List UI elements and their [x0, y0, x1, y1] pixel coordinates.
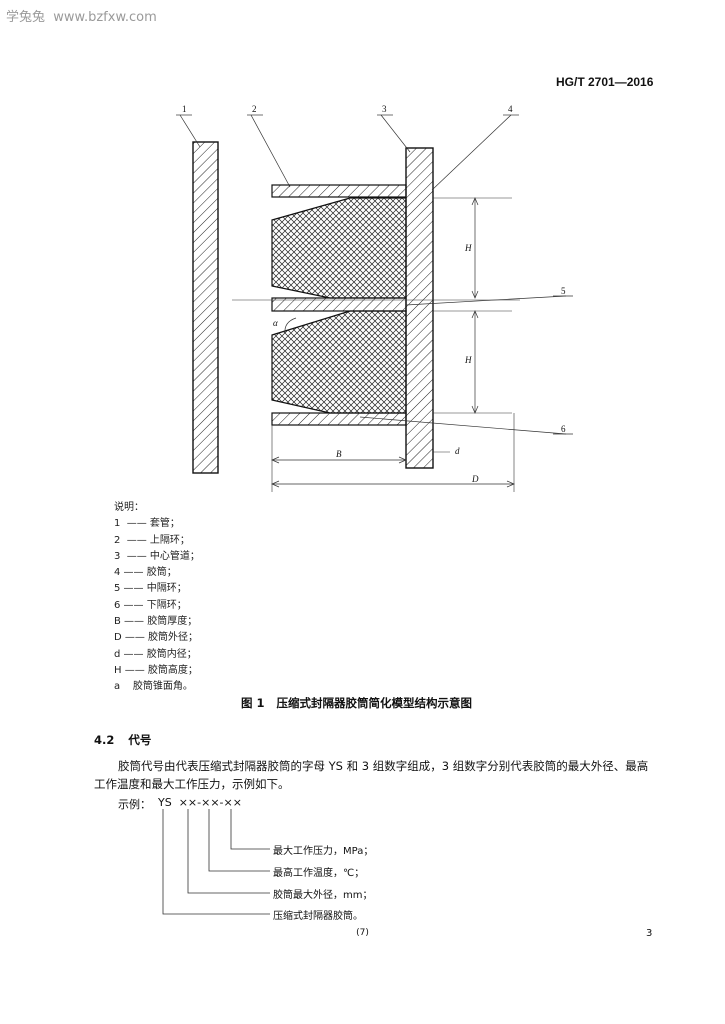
section-number: 4.2	[94, 733, 115, 747]
figure-title: 压缩式封隔器胶筒简化模型结构示意图	[276, 696, 473, 710]
casing-part	[192, 141, 219, 474]
part-label-5: 5	[561, 286, 566, 296]
figure-caption: 图 1 压缩式封隔器胶筒简化模型结构示意图	[0, 695, 725, 711]
example-annotation-type: 压缩式封隔器胶筒。	[273, 911, 363, 922]
page-number: 3	[646, 928, 653, 939]
upper-spacer-ring	[271, 184, 407, 198]
legend-item: H —— 胶筒高度；	[114, 664, 198, 676]
example-annotation-temperature: 最高工作温度，℃；	[273, 868, 365, 879]
part-label-1: 1	[182, 104, 187, 114]
dim-label-d-outer: D	[472, 474, 479, 484]
structure-figure	[176, 114, 573, 492]
legend-item: 5 —— 中隔环；	[114, 583, 187, 595]
example-leader-lines	[162, 809, 270, 915]
legend-item: 4 —— 胶筒；	[114, 567, 177, 579]
legend-item: 1 —— 套管；	[114, 518, 180, 530]
example-label: 示例：	[118, 798, 151, 811]
figure-legend: 说明： 1 —— 套管； 2 —— 上隔环； 3 —— 中心管道； 4 —— 胶…	[114, 500, 200, 696]
legend-item: 6 —— 下隔环；	[114, 599, 187, 611]
section-title: 代号	[128, 733, 152, 747]
legend-item: B —— 胶筒厚度；	[114, 616, 198, 628]
legend-item: D —— 胶筒外径；	[114, 632, 199, 644]
part-label-6: 6	[561, 424, 566, 434]
dim-label-h-bottom: H	[465, 355, 472, 365]
legend-item: d —— 胶筒内径；	[114, 648, 197, 660]
dim-label-alpha: α	[273, 318, 278, 328]
legend-item: 3 —— 中心管道；	[114, 550, 200, 562]
page-sequence: (7)	[356, 928, 369, 938]
dim-label-h-top: H	[465, 243, 472, 253]
part-label-2: 2	[252, 104, 257, 114]
legend-item: 2 —— 上隔环；	[114, 534, 190, 546]
dim-label-b: B	[336, 449, 342, 459]
rubber-cylinder-lower	[271, 310, 407, 414]
example-annotation-diameter: 胶筒最大外径，mm；	[273, 890, 373, 901]
section-heading: 4.2 代号	[94, 732, 165, 748]
part-label-3: 3	[382, 104, 387, 114]
rubber-cylinder-upper	[271, 197, 407, 299]
legend-title: 说明：	[114, 502, 144, 513]
example-annotation-pressure: 最大工作压力，MPa；	[273, 846, 374, 857]
legend-item: a 胶筒锥面角。	[114, 681, 193, 693]
figure-number: 图 1	[240, 696, 265, 710]
dim-label-d-inner: d	[455, 446, 460, 456]
watermark: 学兔兔 www.bzfxw.com	[6, 10, 157, 25]
example-code: YS ××-××-××	[158, 796, 242, 809]
standard-number: HG/T 2701—2016	[556, 75, 654, 89]
body-paragraph: 胶筒代号由代表压缩式封隔器胶筒的字母 YS 和 3 组数字组成，3 组数字分别代…	[94, 759, 649, 791]
part-label-4: 4	[508, 104, 513, 114]
